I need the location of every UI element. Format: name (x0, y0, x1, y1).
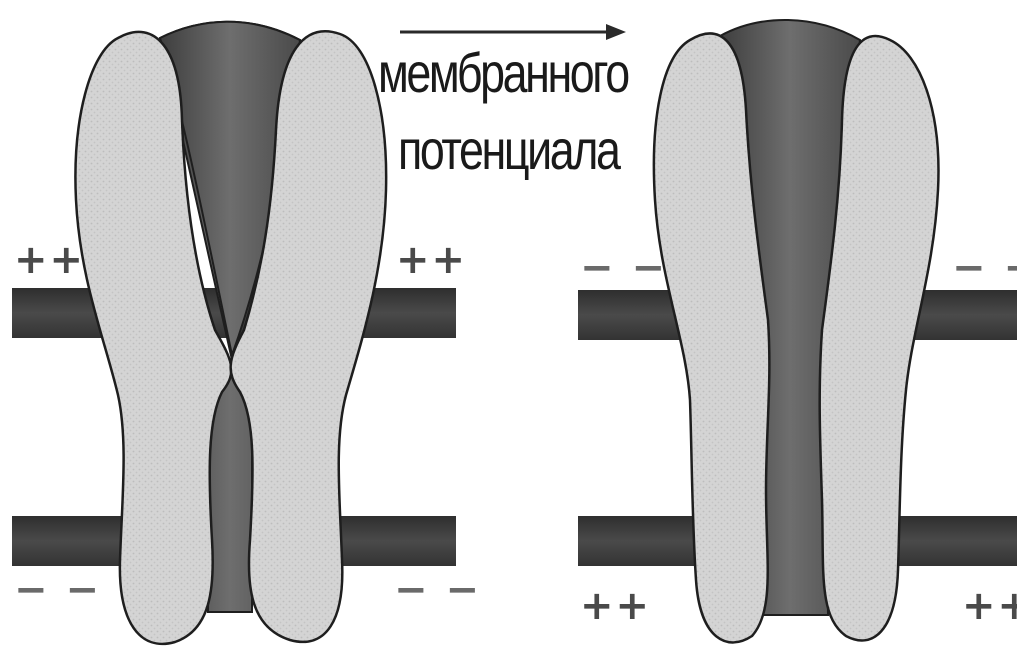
caption-line-2: потенциала (398, 122, 619, 178)
left-top-inner-charges: ++ (396, 240, 467, 280)
right-channel-open (578, 20, 1017, 642)
arrow-icon (400, 24, 626, 40)
right-top-inner-charges: − − (952, 248, 1017, 288)
right-bottom-inner-charges: ++ (962, 586, 1017, 626)
left-channel-closed (12, 22, 456, 644)
left-bottom-inner-charges: − − (394, 570, 481, 610)
right-top-outer-charges: − − (580, 248, 667, 288)
right-bottom-outer-charges: ++ (580, 586, 651, 626)
left-top-outer-charges: ++ (14, 240, 85, 280)
left-bottom-outer-charges: − − (14, 570, 101, 610)
caption-line-1: мембранного (378, 45, 628, 101)
